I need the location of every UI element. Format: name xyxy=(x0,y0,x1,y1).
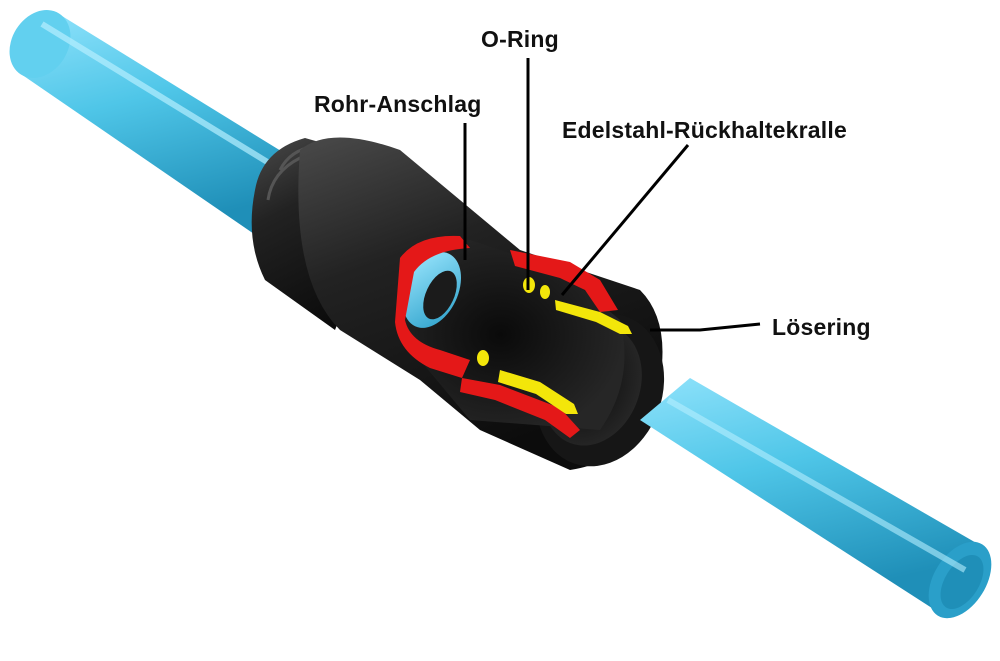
fitting-body xyxy=(251,137,665,470)
leader-line-loesering xyxy=(650,322,761,332)
leader-lines xyxy=(463,58,761,332)
label-loesering: Lösering xyxy=(772,314,871,340)
leader-line-rueckhaltekralle xyxy=(560,144,690,296)
right-pipe xyxy=(640,378,992,619)
left-pipe xyxy=(9,10,320,238)
section-cut-yellow xyxy=(477,277,632,414)
section-cut-red xyxy=(395,235,618,438)
label-o-ring: O-Ring xyxy=(481,26,559,52)
label-rohr-anschlag: Rohr-Anschlag xyxy=(314,91,482,117)
label-rueckhaltekralle: Edelstahl-Rückhaltekralle xyxy=(562,117,847,143)
